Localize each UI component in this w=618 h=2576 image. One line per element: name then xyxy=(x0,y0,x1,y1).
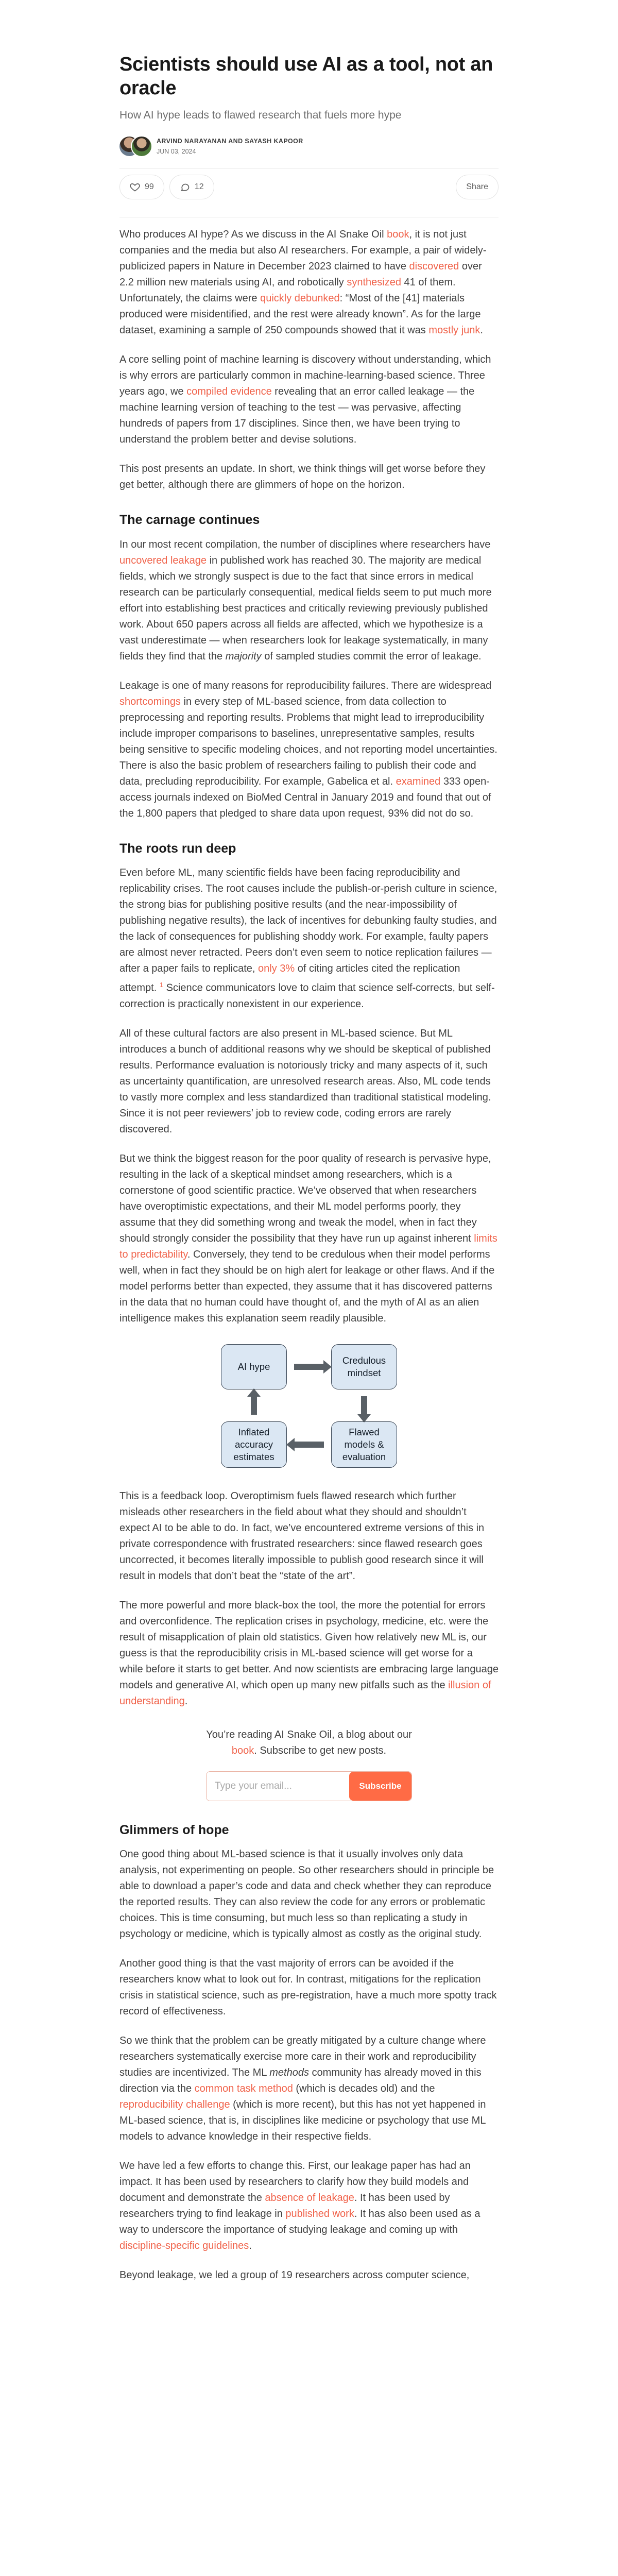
paragraph: All of these cultural factors are also p… xyxy=(119,1027,491,1135)
like-button[interactable]: 99 xyxy=(119,175,164,200)
paragraph: In our most recent compilation, the numb… xyxy=(119,538,492,662)
footnote-link[interactable]: 1 xyxy=(159,981,164,989)
paragraph: A core selling point of machine learning… xyxy=(119,354,491,446)
inline-link[interactable]: only 3% xyxy=(258,963,295,975)
inline-link[interactable]: quickly debunked xyxy=(260,293,340,304)
subscribe-button[interactable]: Subscribe xyxy=(349,1771,411,1801)
author-names[interactable]: ARVIND NARAYANAN AND SAYASH KAPOOR xyxy=(157,138,303,145)
inline-link[interactable]: shortcomings xyxy=(119,696,181,707)
paragraph: Another good thing is that the vast majo… xyxy=(119,1958,497,2018)
diagram-box-flawed-models: Flawed models & evaluation xyxy=(331,1421,397,1468)
publish-date: JUN 03, 2024 xyxy=(157,148,196,156)
paragraph: This post presents an update. In short, … xyxy=(119,463,486,491)
paragraph: Even before ML, many scientific fields h… xyxy=(119,867,497,1010)
arrow-down-icon xyxy=(357,1396,371,1422)
paragraph: The more powerful and more black-box the… xyxy=(119,1599,499,1707)
inline-link[interactable]: absence of leakage xyxy=(265,2192,354,2204)
paragraph: One good thing about ML-based science is… xyxy=(119,1849,494,1940)
paragraph: This is a feedback loop. Overoptimism fu… xyxy=(119,1490,485,1582)
subscribe-widget: You’re reading AI Snake Oil, a blog abou… xyxy=(119,1727,499,1801)
diagram-box-inflated-accuracy: Inflated accuracy estimates xyxy=(221,1421,287,1468)
inline-link[interactable]: discipline-specific guidelines xyxy=(119,2240,249,2252)
article: Scientists should use AI as a tool, not … xyxy=(119,0,499,2283)
article-body: Who produces AI hype? As we discuss in t… xyxy=(119,227,499,2283)
inline-link[interactable]: published work xyxy=(285,2208,354,2220)
arrow-up-icon xyxy=(247,1388,261,1415)
paragraph: Who produces AI hype? As we discuss in t… xyxy=(119,229,487,336)
comment-icon xyxy=(180,182,190,192)
paragraph: Leakage is one of many reasons for repro… xyxy=(119,680,497,819)
book-link[interactable]: book xyxy=(231,1744,254,1756)
inline-link[interactable]: discovered xyxy=(409,261,459,273)
inline-link[interactable]: uncovered leakage xyxy=(119,554,207,566)
heart-icon xyxy=(130,182,140,192)
author-avatars[interactable] xyxy=(119,135,152,158)
inline-link[interactable]: mostly junk xyxy=(428,325,480,336)
section-heading: Glimmers of hope xyxy=(119,1822,229,1837)
section-heading: The carnage continues xyxy=(119,513,260,528)
page-title: Scientists should use AI as a tool, not … xyxy=(119,54,493,99)
share-button[interactable]: Share xyxy=(456,175,499,200)
emphasis-text: methods xyxy=(269,2067,309,2079)
avatar xyxy=(131,135,152,158)
paragraph: But we think the biggest reason for the … xyxy=(119,1153,497,1324)
paragraph: So we think that the problem can be grea… xyxy=(119,2035,486,2143)
arrow-right-icon xyxy=(294,1360,332,1374)
article-subtitle: How AI hype leads to flawed research tha… xyxy=(119,109,402,121)
inline-link[interactable]: common task method xyxy=(194,2083,293,2095)
comment-button[interactable]: 12 xyxy=(169,175,214,200)
section-heading: The roots run deep xyxy=(119,841,236,856)
engagement-bar: 99 12 Share xyxy=(119,168,499,206)
byline: ARVIND NARAYANAN AND SAYASH KAPOOR JUN 0… xyxy=(119,135,499,158)
inline-link[interactable]: synthesized xyxy=(347,277,401,289)
inline-link[interactable]: examined xyxy=(396,775,441,787)
paragraph: Beyond leakage, we led a group of 19 res… xyxy=(119,2269,470,2281)
diagram-box-ai-hype: AI hype xyxy=(221,1344,287,1389)
diagram-box-credulous-mindset: Credulous mindset xyxy=(331,1344,397,1389)
subscribe-prompt-line1: You’re reading AI Snake Oil, a blog abou… xyxy=(206,1728,412,1740)
inline-link[interactable]: book xyxy=(387,229,409,241)
comment-count: 12 xyxy=(194,182,204,192)
share-label: Share xyxy=(466,182,488,192)
inline-link[interactable]: reproducibility challenge xyxy=(119,2099,230,2111)
feedback-loop-diagram: AI hype Credulous mindset Inflated accur… xyxy=(221,1344,397,1468)
paragraph: We have led a few efforts to change this… xyxy=(119,2160,480,2252)
arrow-left-icon xyxy=(294,1441,324,1448)
emphasis-text: majority xyxy=(225,650,262,662)
email-input[interactable] xyxy=(207,1771,349,1801)
inline-link[interactable]: illusion of understanding xyxy=(119,1679,491,1707)
like-count: 99 xyxy=(145,182,154,192)
subscribe-prompt-line2: . Subscribe to get new posts. xyxy=(254,1744,387,1756)
inline-link[interactable]: compiled evidence xyxy=(186,386,272,398)
inline-link[interactable]: limits to predictability xyxy=(119,1232,497,1260)
